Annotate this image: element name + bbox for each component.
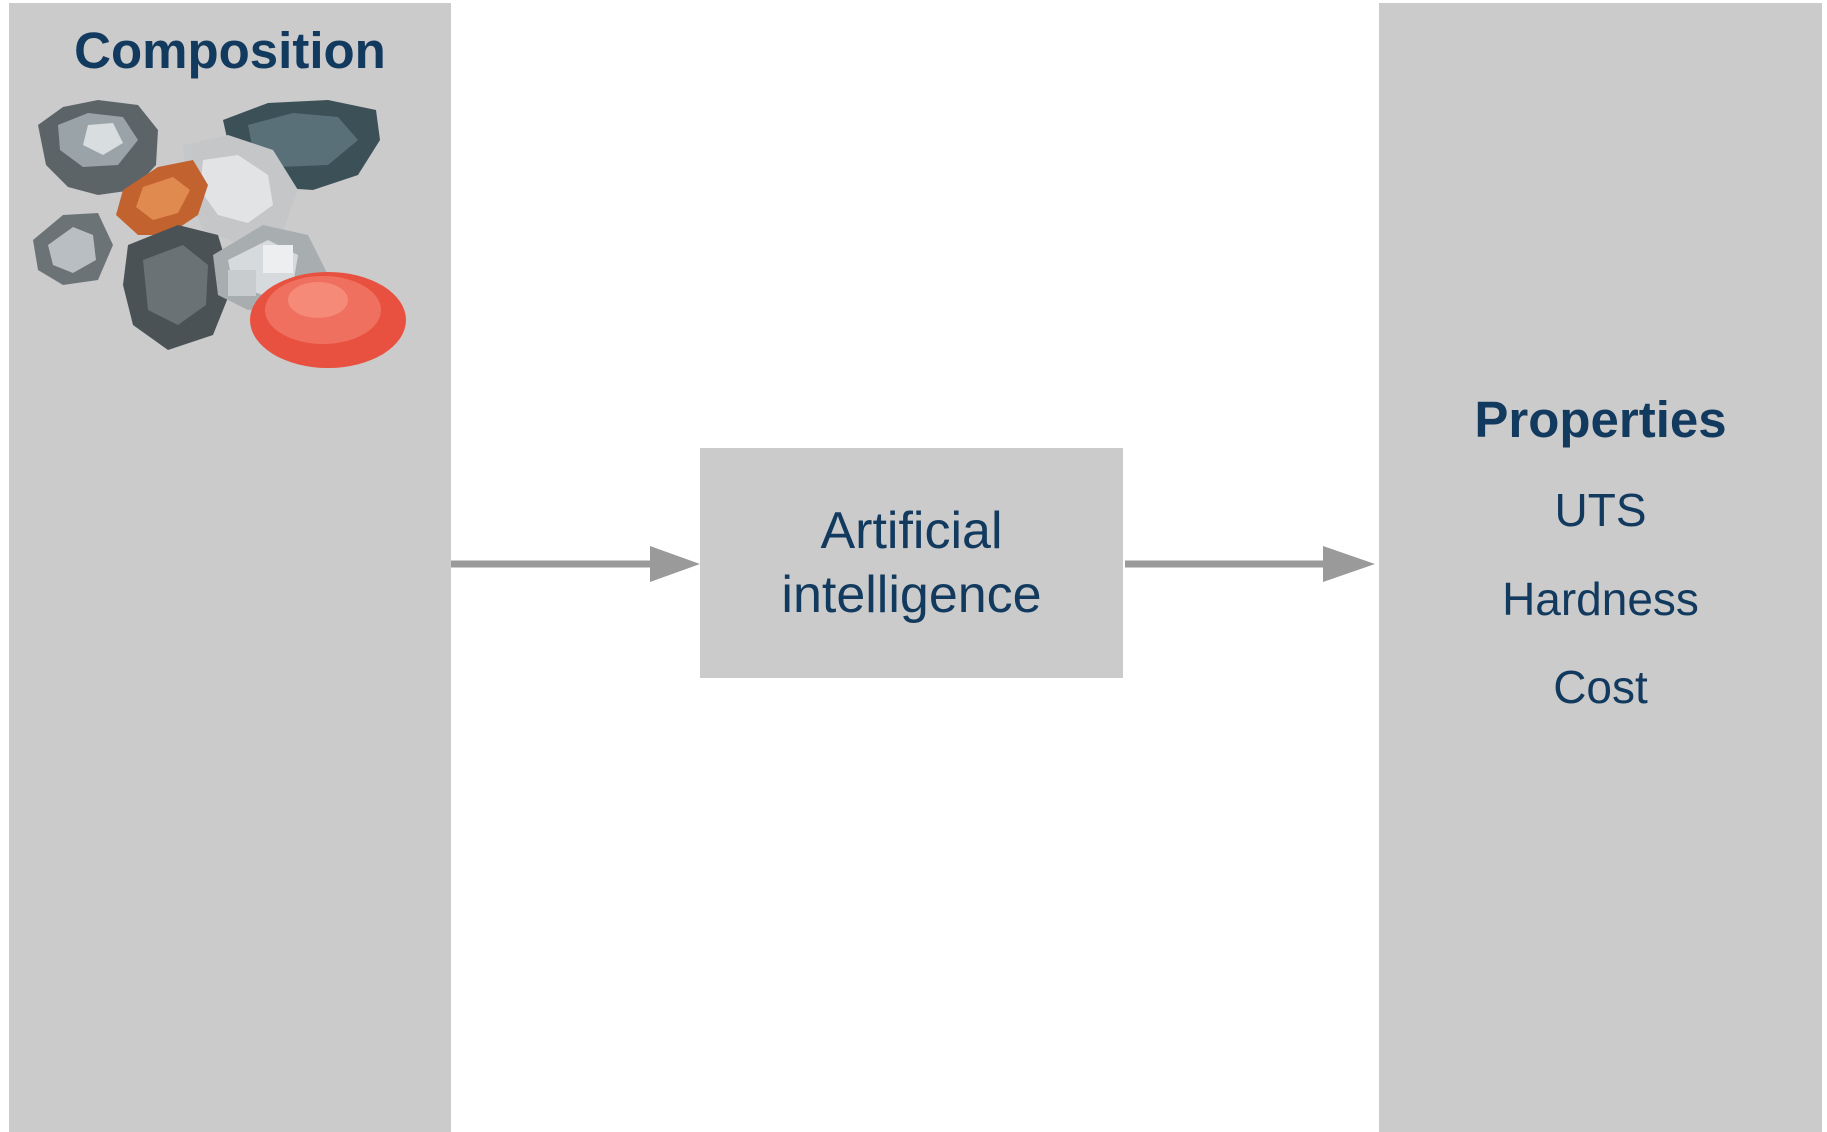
properties-panel bbox=[1379, 3, 1822, 1132]
property-uts: UTS bbox=[1554, 484, 1647, 536]
properties-title: Properties bbox=[1474, 391, 1727, 448]
composition-title: Composition bbox=[74, 22, 386, 79]
property-hardness: Hardness bbox=[1502, 573, 1699, 625]
arrowhead-ai-to-properties bbox=[1323, 546, 1375, 582]
raw-elements-image bbox=[33, 100, 406, 368]
ai-label-line-1: Artificial bbox=[820, 502, 1003, 560]
property-cost: Cost bbox=[1553, 661, 1648, 713]
ai-label-line-2: intelligence bbox=[781, 566, 1042, 624]
ai-model-box: Artificial intelligence bbox=[700, 448, 1123, 678]
arrowhead-composition-to-ai bbox=[650, 546, 700, 582]
